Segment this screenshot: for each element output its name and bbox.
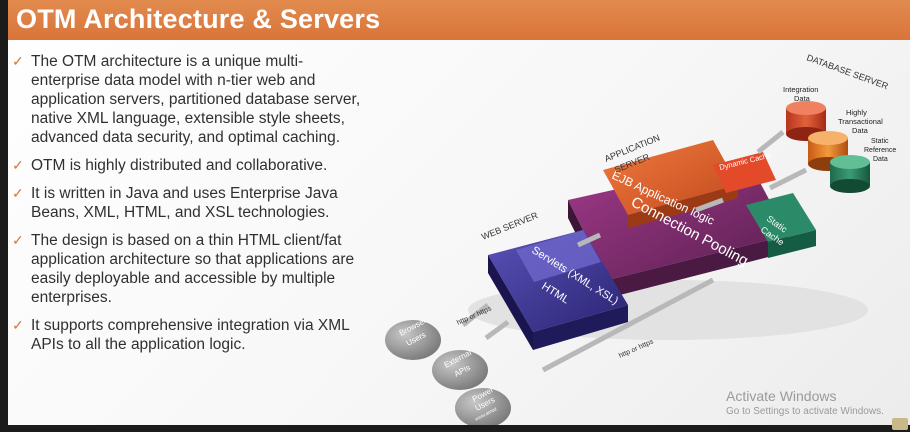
integration-data-label-1: Integration: [783, 85, 818, 94]
title-bar: OTM Architecture & Servers: [8, 0, 910, 40]
checkmark-icon: ✓: [12, 317, 24, 333]
static-ref-label-1: Static: [871, 138, 889, 145]
checkmark-icon: ✓: [12, 185, 24, 201]
bullet-item: ✓ It supports comprehensive integration …: [8, 316, 368, 354]
external-apis-disk: [432, 350, 488, 390]
architecture-diagram: Servlets (XML, XSL) HTML EJB Application…: [385, 52, 896, 425]
watermark-subtitle: Go to Settings to activate Windows.: [726, 406, 884, 417]
transactional-data-cylinder: [808, 131, 848, 171]
transactional-label-3: Data: [852, 126, 869, 135]
bullet-text: It supports comprehensive integration vi…: [31, 317, 350, 353]
tray-icon[interactable]: [892, 418, 908, 430]
bullet-item: ✓ OTM is highly distributed and collabor…: [8, 156, 368, 175]
checkmark-icon: ✓: [12, 157, 24, 173]
bullet-item: ✓ It is written in Java and uses Enterpr…: [8, 184, 368, 222]
http-label-2: http or https: [618, 338, 655, 360]
integration-data-label-2: Data: [794, 94, 811, 103]
bullet-text: The design is based on a thin HTML clien…: [31, 232, 355, 306]
bullet-text: The OTM architecture is a unique multi-e…: [31, 53, 361, 146]
power-users-disk: [455, 388, 511, 425]
ejb-block: [603, 140, 738, 228]
browser-users-disk: [385, 320, 441, 360]
checkmark-icon: ✓: [12, 232, 24, 248]
static-cache-block: [746, 193, 816, 258]
bullet-text: OTM is highly distributed and collaborat…: [31, 157, 328, 174]
transactional-label-1: Highly: [846, 108, 867, 117]
bullet-item: ✓ The design is based on a thin HTML cli…: [8, 231, 368, 307]
slide-title: OTM Architecture & Servers: [16, 4, 381, 34]
static-ref-label-3: Data: [873, 156, 888, 163]
transactional-label-2: Transactional: [838, 117, 883, 126]
bullet-item: ✓ The OTM architecture is a unique multi…: [8, 52, 368, 147]
connection-arrows: [461, 130, 808, 373]
static-ref-label-2: Reference: [864, 147, 896, 154]
checkmark-icon: ✓: [12, 53, 24, 69]
bullet-list: ✓ The OTM architecture is a unique multi…: [8, 52, 368, 363]
web-server-block: [488, 230, 628, 350]
reference-data-cylinder: [830, 155, 870, 193]
watermark-title: Activate Windows: [726, 388, 837, 404]
bullet-text: It is written in Java and uses Enterpris…: [31, 185, 338, 221]
activate-windows-watermark: Activate Windows Go to Settings to activ…: [726, 388, 884, 417]
web-server-label: WEB SERVER: [480, 210, 540, 242]
dynamic-cache-block: [713, 152, 776, 193]
slide: OTM Architecture & Servers ✓ The OTM arc…: [8, 0, 910, 425]
